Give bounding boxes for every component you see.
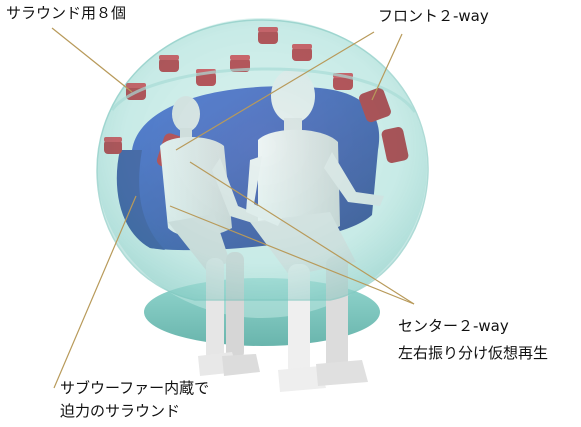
label-subwoofer: サブウーファー内蔵で — [60, 379, 210, 397]
leader-center-lower — [169, 205, 415, 305]
label-subwoofer-description: 迫力のサラウンド — [60, 402, 181, 420]
label-center-speaker: センター２-way — [398, 317, 509, 335]
label-center-description: 左右振り分け仮想再生 — [398, 344, 549, 362]
pod-shell-rim — [110, 67, 417, 113]
leader-lines — [51, 27, 415, 389]
leader-center-upper — [189, 161, 415, 305]
leader-subwoofer — [53, 195, 137, 389]
label-front-speakers: フロント２-way — [378, 7, 489, 25]
label-surround-speakers: サラウンド用８個 — [6, 4, 127, 22]
leader-front-left — [175, 31, 375, 151]
leader-front-right — [371, 33, 403, 101]
pod-shell-front — [96, 19, 429, 301]
leader-surround — [51, 27, 133, 93]
